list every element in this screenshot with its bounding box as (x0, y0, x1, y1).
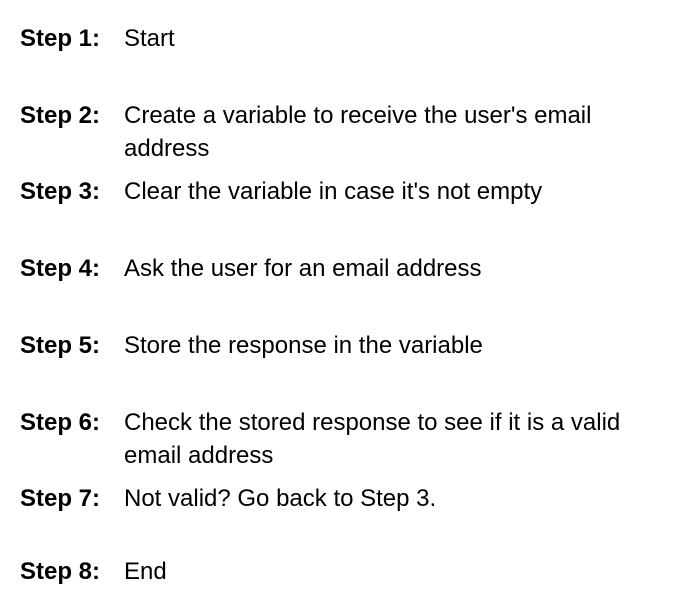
step-row-6: Step 6: Check the stored response to see… (20, 406, 644, 472)
step-label: Step 6: (20, 409, 101, 436)
step-label: Step 1: (20, 25, 101, 52)
step-label: Step 2: (20, 102, 101, 129)
step-row-4: Step 4: Ask the user for an email addres… (20, 252, 644, 285)
step-label: Step 3: (20, 178, 101, 205)
step-row-2: Step 2: Create a variable to receive the… (20, 99, 644, 165)
step-label: Step 5: (20, 332, 101, 359)
step-text: Start (124, 25, 175, 52)
step-row-1: Step 1: Start (20, 22, 644, 55)
step-row-3: Step 3: Clear the variable in case it's … (20, 175, 644, 208)
step-row-7: Step 7: Not valid? Go back to Step 3. (20, 482, 644, 515)
step-text: Not valid? Go back to Step 3. (124, 485, 437, 512)
step-text: Store the response in the variable (124, 332, 483, 359)
step-label: Step 4: (20, 255, 101, 282)
step-label: Step 7: (20, 485, 101, 512)
step-text: Create a variable to receive the user's … (124, 102, 592, 162)
step-text: Ask the user for an email address (124, 255, 482, 282)
step-text: Check the stored response to see if it i… (124, 409, 621, 469)
step-row-8: Step 8: End (20, 555, 644, 588)
step-label: Step 8: (20, 558, 101, 585)
step-text: Clear the variable in case it's not empt… (124, 178, 543, 205)
step-text: End (124, 558, 167, 585)
step-row-5: Step 5: Store the response in the variab… (20, 329, 644, 362)
